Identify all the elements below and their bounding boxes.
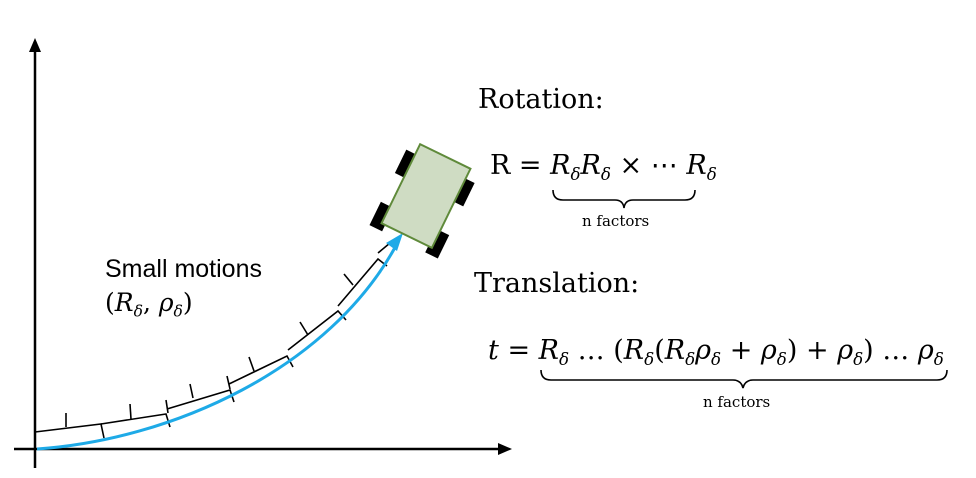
rotation-brace — [552, 189, 696, 209]
translation-brace-label: n factors — [703, 393, 771, 411]
y-axis-arrowhead — [29, 38, 41, 52]
small-motions-title: Small motions — [105, 255, 262, 283]
motion-segment — [228, 354, 294, 385]
rotation-title: Rotation: — [478, 84, 604, 115]
motion-segment — [377, 242, 391, 254]
motion-segment — [34, 423, 105, 439]
translation-equation: t = Rδ … (Rδ(Rδρδ + ρδ) + ρδ) … ρδ — [488, 335, 944, 369]
rotation-brace-label: n factors — [582, 212, 650, 230]
small-motion-chain — [34, 242, 391, 439]
motion-segment — [287, 309, 347, 351]
small-motions-label: Small motions (Rδ, ρδ) — [105, 252, 262, 320]
trajectory-arrowhead — [386, 233, 403, 251]
translation-brace — [540, 369, 948, 389]
rotation-equation: R = RδRδ × ⋯ Rδ — [490, 150, 717, 184]
motion-segment — [166, 389, 235, 410]
trajectory-arrow — [36, 241, 400, 451]
robot-car-icon — [369, 142, 475, 259]
small-motions-symbols: (Rδ, ρδ) — [105, 288, 193, 321]
translation-title: Translation: — [474, 268, 640, 299]
motion-segment — [337, 257, 388, 307]
x-axis-arrowhead — [498, 443, 512, 455]
